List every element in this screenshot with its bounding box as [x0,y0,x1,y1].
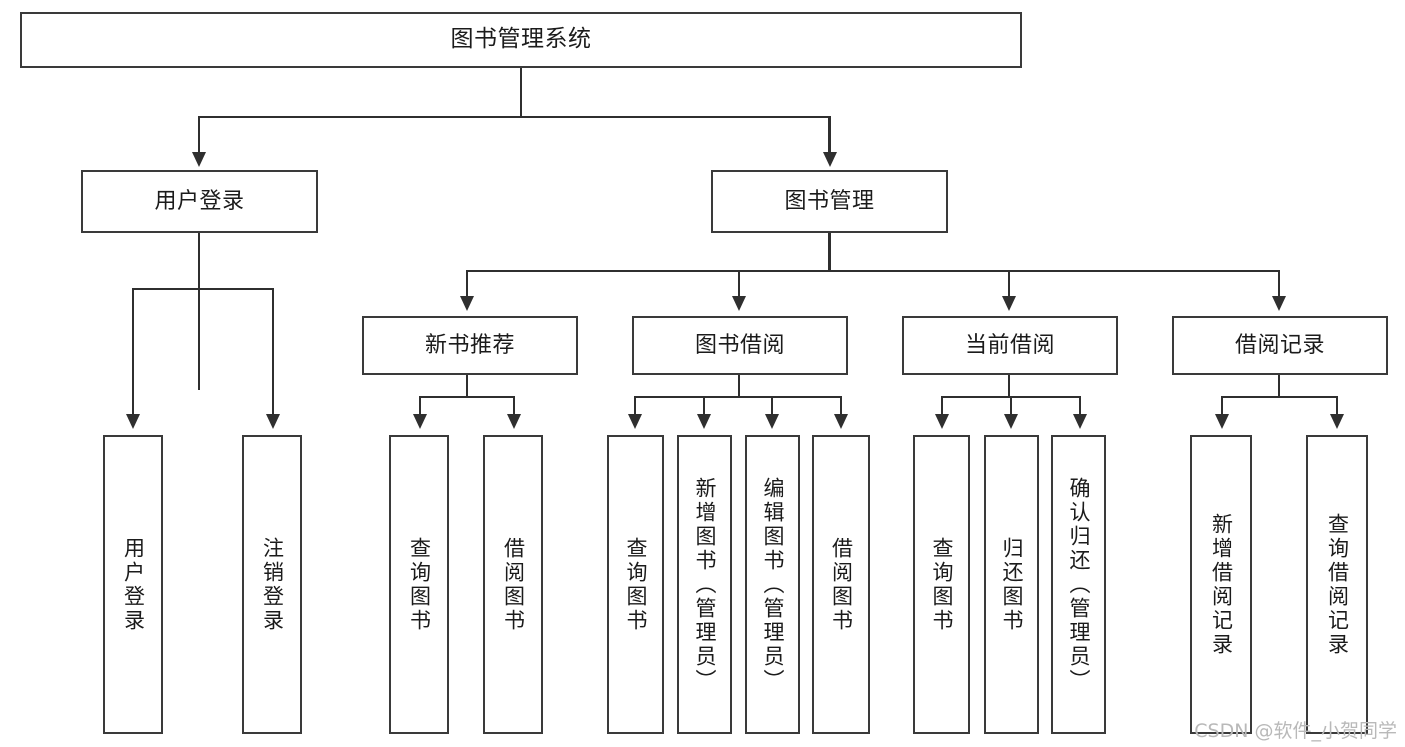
connector-current-borrow-stem [1008,375,1011,398]
connector-drop-current-borrow [1008,270,1011,296]
node-label: 图书借阅 [694,332,785,358]
node-label: 新书推荐 [424,332,515,358]
node-label: 借阅图书 [829,536,854,633]
node-label: 新增图书（管理员） [693,476,717,693]
leaf-new-book-query[interactable]: 查询图书 [389,435,449,734]
connector-book-borrow-bus [634,396,842,399]
connector-drop-bb-leaf-2 [703,396,706,414]
arrowhead-bb-leaf-2 [697,414,712,429]
node-label: 查询借阅记录 [1325,512,1350,657]
node-label: 编辑图书（管理员） [761,476,785,693]
csdn-watermark: CSDN @软件_小贺同学 [1194,720,1397,742]
node-new-book-recommend[interactable]: 新书推荐 [362,316,578,375]
node-label: 查询图书 [624,536,648,633]
leaf-record-query[interactable]: 查询借阅记录 [1306,435,1368,734]
arrowhead-nb-leaf-2 [506,414,521,429]
node-label: 当前借阅 [964,332,1055,358]
node-label: 用户登录 [121,536,146,633]
connector-level3-bus [466,270,1280,273]
connector-drop-leaf-logout [271,288,274,414]
leaf-current-query-book[interactable]: 查询图书 [913,435,970,734]
connector-drop-user-login [198,116,201,152]
leaf-current-confirm-return[interactable]: 确认归还（管理员） [1051,435,1106,734]
arrowhead-bb-leaf-4 [833,414,848,429]
leaf-borrow-add-book[interactable]: 新增图书（管理员） [677,435,732,734]
connector-borrow-record-stem [1277,375,1280,398]
node-root-system[interactable]: 图书管理系统 [20,12,1022,68]
connector-drop-bb-leaf-3 [771,396,774,414]
connector-root-bus [198,116,830,119]
connector-drop-cb-leaf-1 [941,396,944,414]
connector-drop-bb-leaf-4 [839,396,842,414]
connector-drop-leaf-user-login [132,288,135,414]
arrowhead-leaf-user-login [126,414,141,429]
node-label: 图书管理系统 [450,26,592,53]
connector-drop-nb-leaf-2 [512,396,515,414]
arrowhead-book-manage [822,152,837,167]
connector-drop-borrow-record [1277,270,1280,296]
node-label: 新增借阅记录 [1209,512,1234,657]
node-borrow-record[interactable]: 借阅记录 [1172,316,1388,375]
leaf-user-login[interactable]: 用户登录 [103,435,163,734]
connector-drop-cb-leaf-3 [1078,396,1081,414]
connector-user-login-bus [132,288,274,291]
arrowhead-bb-leaf-3 [765,414,780,429]
arrowhead-cb-leaf-3 [1072,414,1087,429]
connector-drop-nb-leaf-1 [419,396,422,414]
connector-book-borrow-stem [738,375,741,398]
arrowhead-borrow-record [1271,296,1286,311]
connector-drop-borrow-book [738,270,741,296]
node-label: 图书管理 [784,188,875,214]
node-label: 归还图书 [1000,536,1024,633]
node-user-login[interactable]: 用户登录 [81,170,318,233]
connector-drop-book-manage [828,116,831,152]
connector-root-stem [519,68,523,118]
node-label: 查询图书 [407,536,432,633]
arrowhead-bb-leaf-1 [628,414,643,429]
arrowhead-new-book [460,296,475,311]
arrowhead-cb-leaf-1 [935,414,950,429]
connector-borrow-record-bus [1221,396,1338,399]
connector-new-book-stem [466,375,469,398]
arrowhead-br-leaf-1 [1215,414,1230,429]
arrowhead-user-login [192,152,207,167]
connector-drop-bb-leaf-1 [634,396,637,414]
node-label: 借阅图书 [501,536,526,633]
node-current-borrow[interactable]: 当前借阅 [902,316,1118,375]
connector-user-login-stem [198,233,201,390]
node-label: 借阅记录 [1234,332,1325,358]
leaf-record-add[interactable]: 新增借阅记录 [1190,435,1252,734]
arrowhead-borrow-book [732,296,747,311]
connector-drop-br-leaf-1 [1221,396,1224,414]
connector-drop-br-leaf-2 [1335,396,1338,414]
node-book-borrow[interactable]: 图书借阅 [632,316,848,375]
leaf-borrow-query-book[interactable]: 查询图书 [607,435,664,734]
leaf-borrow-edit-book[interactable]: 编辑图书（管理员） [745,435,800,734]
arrowhead-leaf-logout [265,414,280,429]
arrowhead-br-leaf-2 [1329,414,1344,429]
leaf-borrow-borrow-book[interactable]: 借阅图书 [812,435,870,734]
arrowhead-current-borrow [1002,296,1017,311]
leaf-current-return-book[interactable]: 归还图书 [984,435,1039,734]
node-label: 确认归还（管理员） [1067,476,1091,693]
connector-drop-new-book [466,270,469,296]
node-label: 注销登录 [260,536,285,633]
node-label: 用户登录 [154,188,245,214]
arrowhead-nb-leaf-1 [413,414,428,429]
leaf-logout[interactable]: 注销登录 [242,435,302,734]
arrowhead-cb-leaf-2 [1004,414,1019,429]
node-book-management[interactable]: 图书管理 [711,170,948,233]
leaf-new-book-borrow[interactable]: 借阅图书 [483,435,543,734]
connector-new-book-bus [419,396,515,399]
connector-book-manage-stem [828,233,831,272]
node-label: 查询图书 [930,536,954,633]
connector-drop-cb-leaf-2 [1010,396,1013,414]
